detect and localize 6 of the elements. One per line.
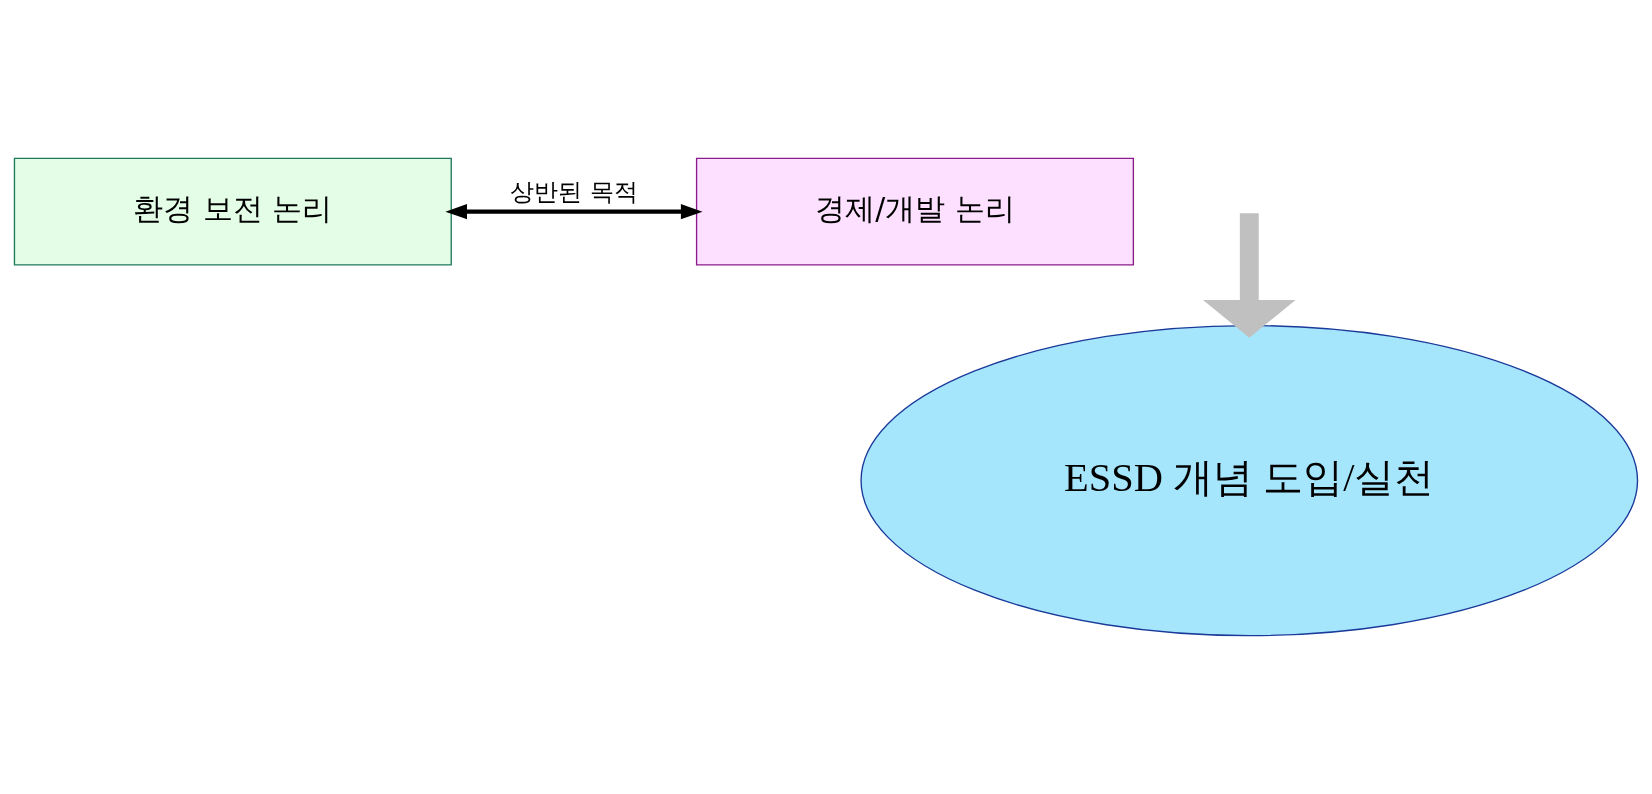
node-box: 환경 보전 논리 — [13, 157, 452, 266]
edge-label: 상반된 목적 — [510, 177, 638, 207]
arrow — [1203, 213, 1296, 338]
node-box: 경제/개발 논리 — [695, 157, 1135, 266]
arrow — [445, 204, 703, 220]
node-ellipse: ESSD 개념 도입/실천 — [860, 324, 1639, 637]
